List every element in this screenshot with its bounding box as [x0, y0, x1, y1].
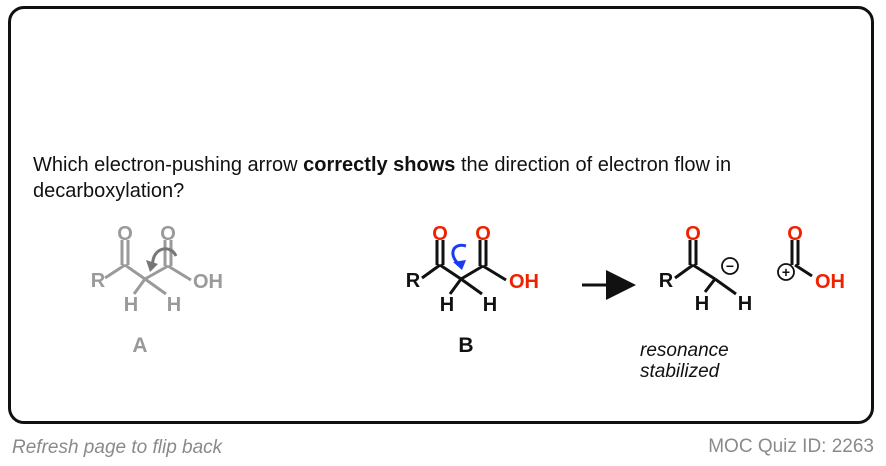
atom-h2: H [167, 294, 181, 316]
quiz-id: MOC Quiz ID: 2263 [708, 436, 874, 457]
atom-oh: OH [193, 271, 223, 293]
atom-h2: H [738, 293, 752, 315]
atom-r: R [406, 270, 421, 292]
molecule-b[interactable]: O O R OH H H B [406, 223, 539, 357]
atom-oh: OH [509, 271, 539, 293]
atom-o2: O [160, 223, 176, 245]
atom-h2: H [483, 294, 497, 316]
atom-r: R [91, 270, 106, 292]
product-acylium: O OH + [777, 223, 845, 293]
question-suffix: the direction of electron flow in decarb… [33, 154, 732, 202]
atom-oh: OH [815, 271, 845, 293]
atom-o: O [787, 223, 803, 245]
resonance-caption: resonance stabilized [640, 340, 729, 382]
question-emphasis: correctly shows [303, 154, 456, 176]
atom-o2: O [475, 223, 491, 245]
atom-h1: H [440, 294, 454, 316]
quiz-card [8, 6, 874, 424]
svg-text:−: − [726, 258, 734, 274]
negative-charge-icon [721, 257, 739, 275]
label-a: A [132, 334, 147, 357]
molecule-a[interactable]: O O R OH H H A [91, 223, 223, 357]
atom-r: R [659, 270, 674, 292]
atom-h1: H [695, 293, 709, 315]
label-b: B [458, 334, 473, 357]
question-prefix: Which electron-pushing arrow [33, 154, 304, 176]
atom-o1: O [117, 223, 133, 245]
refresh-hint: Refresh page to flip back [12, 437, 223, 458]
caption-line-1: resonance [640, 340, 729, 361]
question-text: Which electron-pushing arrow correctly s… [33, 152, 853, 204]
svg-text:+: + [782, 264, 790, 280]
atom-o1: O [432, 223, 448, 245]
caption-line-2: stabilized [640, 361, 720, 382]
atom-o: O [685, 223, 701, 245]
positive-charge-icon [777, 263, 795, 281]
product-enolate: O R H H − [659, 223, 752, 315]
atom-h1: H [124, 294, 138, 316]
